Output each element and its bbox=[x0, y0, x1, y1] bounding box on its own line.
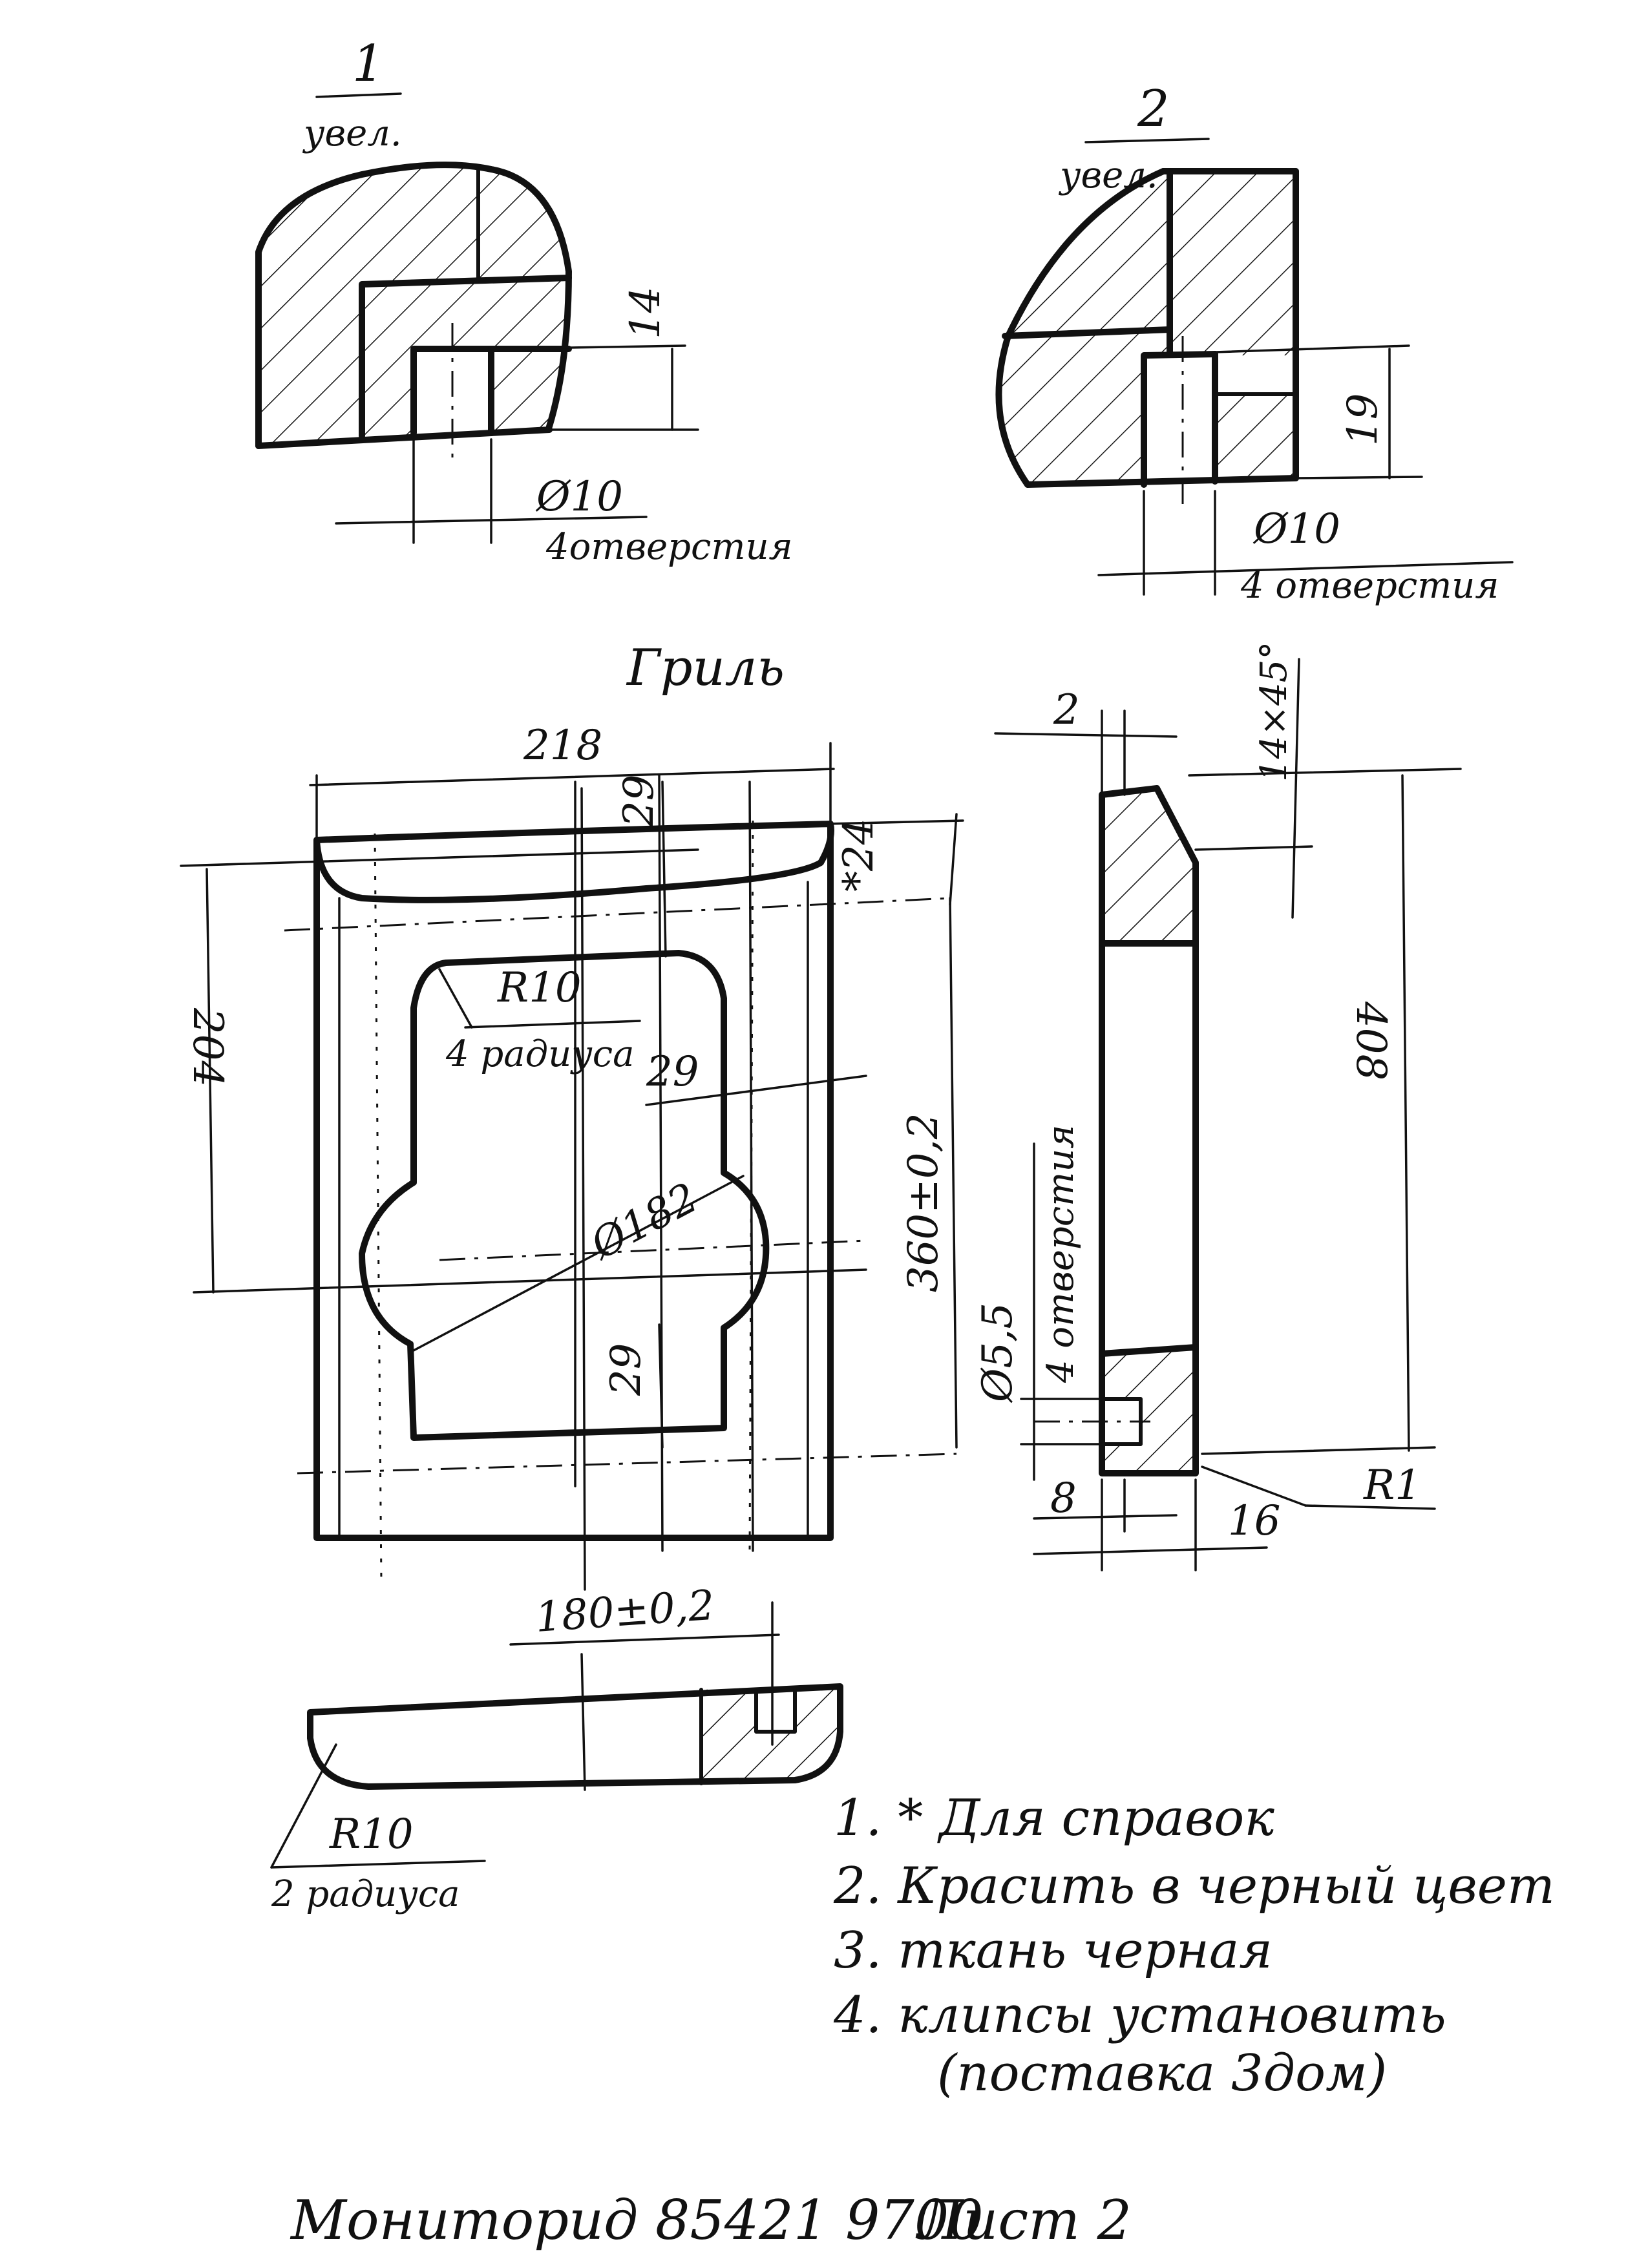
side-right-dim: 16 bbox=[1228, 1497, 1280, 1545]
front-side-offset-dim: 29 bbox=[646, 1048, 699, 1096]
bottom-view: 180±0,2 R10 2 радиуса bbox=[270, 1582, 843, 1915]
detail-2-hole-dim: Ø10 bbox=[1252, 505, 1340, 553]
footer: Мониторид 85421 9700 Лист 2 bbox=[290, 2189, 1132, 2252]
detail-2-number: 2 bbox=[1137, 80, 1170, 138]
side-small-hole-count: 4 отверстия bbox=[1040, 1125, 1082, 1383]
note-2: 2. Красить в черный цвет bbox=[833, 1857, 1555, 1915]
side-view: 2 14×45° 408 Ø5,5 4 отверстия R1 8 16 bbox=[974, 642, 1462, 1571]
footer-sheet: Лист 2 bbox=[915, 2189, 1132, 2252]
front-height-left-dim: 204 bbox=[184, 1007, 231, 1087]
note-4: 4. клипсы установить bbox=[833, 1986, 1446, 2044]
note-4-continued: (поставка 3дом) bbox=[937, 2044, 1387, 2103]
detail-1-hole-dim: Ø10 bbox=[535, 473, 623, 521]
detail-2-holes-count: 4 отверстия bbox=[1240, 565, 1499, 607]
detail-1-depth-dim: 14 bbox=[622, 287, 670, 339]
front-width-dim: 218 bbox=[523, 722, 602, 770]
detail-1-scale: увел. bbox=[302, 112, 402, 154]
side-radius-dim: R1 bbox=[1363, 1462, 1421, 1509]
bottom-radius-count: 2 радиуса bbox=[271, 1873, 460, 1915]
side-thickness-dim: 2 bbox=[1053, 686, 1080, 734]
bottom-radius-dim: R10 bbox=[329, 1811, 414, 1858]
side-small-hole-dim: Ø5,5 bbox=[974, 1303, 1022, 1403]
detail-1-holes-count: 4отверстия bbox=[545, 526, 793, 568]
detail-1: 1 увел. 14 Ø10 4отверстия bbox=[255, 35, 793, 568]
front-radius-count: 4 радиуса bbox=[445, 1033, 634, 1075]
note-3: 3. ткань черная bbox=[834, 1922, 1273, 1980]
front-bottom-offset-dim: 29 bbox=[602, 1343, 650, 1396]
side-height-dim: 408 bbox=[1347, 1001, 1395, 1080]
front-star-dim: *24 bbox=[835, 819, 883, 892]
side-left-dim: 8 bbox=[1050, 1475, 1077, 1522]
bottom-length-dim: 180±0,2 bbox=[534, 1582, 716, 1642]
front-circle-dim: Ø182 bbox=[582, 1174, 706, 1270]
front-view-title: Гриль bbox=[626, 639, 785, 697]
detail-1-number: 1 bbox=[352, 35, 385, 93]
detail-2-depth-dim: 19 bbox=[1339, 394, 1387, 446]
front-radius-dim: R10 bbox=[497, 964, 582, 1012]
front-view: Гриль 218 29 *24 204 bbox=[180, 639, 964, 1591]
notes: 1. * Для справок 2. Красить в черный цве… bbox=[833, 1789, 1555, 2103]
footer-title: Мониторид 85421 9700 bbox=[290, 2189, 984, 2252]
front-top-offset-dim: 29 bbox=[615, 775, 663, 828]
side-chamfer-dim: 14×45° bbox=[1253, 642, 1295, 782]
note-1: 1. * Для справок bbox=[834, 1789, 1274, 1847]
detail-2: 2 увел. 19 Ø10 4 отверстия bbox=[995, 80, 1514, 607]
front-height-right-dim: 360±0,2 bbox=[900, 1113, 947, 1292]
